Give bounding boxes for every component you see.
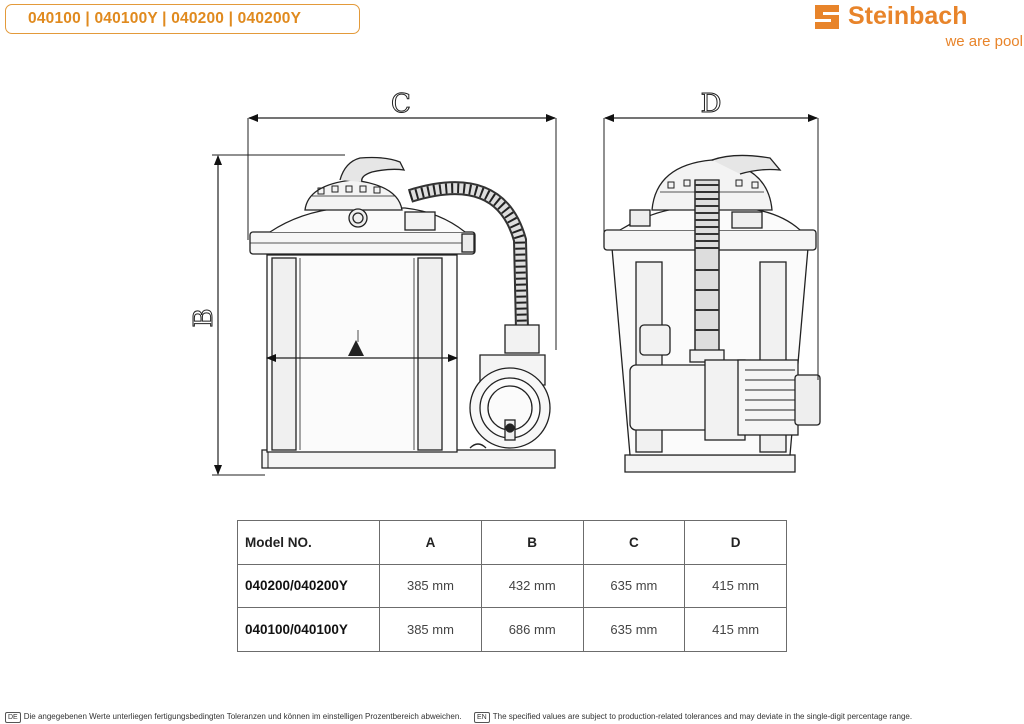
table-cell: 415 mm <box>684 607 787 652</box>
disclaimer-de: Die angegebenen Werte unterliegen fertig… <box>23 712 462 721</box>
dimensions-table: Model NO. A B C D 040200/040200Y 385 mm … <box>236 520 787 652</box>
brand-tagline: we are pool <box>945 33 1023 50</box>
disclaimer-en: The specified values are subject to prod… <box>492 712 913 721</box>
dimension-label-b: B <box>189 308 219 327</box>
dimension-c <box>247 114 557 350</box>
dimension-b <box>212 154 345 476</box>
language-tag-de: DE <box>5 712 21 723</box>
table-cell: 385 mm <box>379 563 482 609</box>
table-cell: 040100/040100Y <box>236 607 381 652</box>
model-numbers-text: 040100 | 040100Y | 040200 | 040200Y <box>28 10 302 27</box>
table-cell: 635 mm <box>582 607 686 652</box>
dimension-label-a: A <box>356 352 357 355</box>
table-cell: 040200/040200Y <box>236 563 381 609</box>
table-row: 040200/040200Y 385 mm 432 mm 635 mm 415 … <box>236 563 787 609</box>
front-view-drawing <box>603 154 821 473</box>
side-view-drawing <box>249 156 556 469</box>
table-header-cell: A <box>379 520 482 565</box>
table-header-cell: C <box>582 520 686 565</box>
table-header-row: Model NO. A B C D <box>236 520 787 565</box>
brand-name: Steinbach <box>848 2 968 30</box>
table-cell: 432 mm <box>480 563 584 609</box>
table-header-cell: D <box>684 520 787 565</box>
language-tag-en: EN <box>474 712 490 723</box>
table-row: 040100/040100Y 385 mm 686 mm 635 mm 415 … <box>236 607 787 652</box>
dimension-label-c: C <box>391 89 411 119</box>
steinbach-logo-icon <box>815 5 839 29</box>
model-numbers-header: 040100 | 040100Y | 040200 | 040200Y <box>5 4 360 34</box>
dimension-d <box>603 114 819 380</box>
brand-logo-block: Steinbach we are pool <box>815 2 1023 52</box>
technical-drawing: C D B A <box>189 89 821 476</box>
dimension-label-d: D <box>701 89 722 119</box>
table-cell: 415 mm <box>684 563 787 609</box>
table-header-cell: B <box>480 520 584 565</box>
table-cell: 385 mm <box>379 607 482 652</box>
table-cell: 686 mm <box>480 607 584 652</box>
table-cell: 635 mm <box>582 563 686 609</box>
table-header-cell: Model NO. <box>236 520 381 565</box>
